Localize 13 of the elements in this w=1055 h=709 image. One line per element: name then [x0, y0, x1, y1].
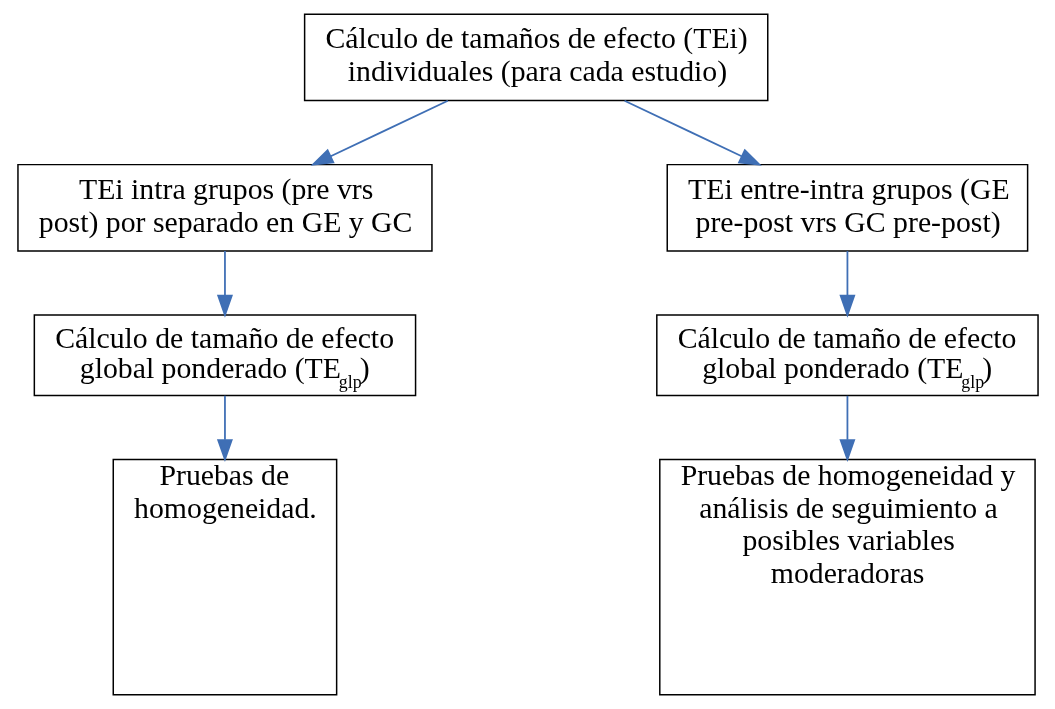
arrow [838, 250, 855, 318]
arrow [838, 394, 855, 463]
node-box: Cálculo de tamaños de efecto (TEi) individuales (para cada estudio) [303, 13, 768, 102]
arrow [310, 99, 449, 166]
arrow [623, 99, 762, 166]
arrow [216, 394, 233, 463]
arrow [216, 250, 233, 318]
node-box: TEi entre-intra grupos (GE pre-post vrs GC pre-post) [666, 163, 1028, 252]
node-box: Cálculo de tamaño de efecto global ponderado (TE$_{glp}$) [655, 314, 1039, 397]
node-box: TEi intra grupos (pre vrs post) por separado en GE y GC [16, 163, 433, 252]
node-box: Cálculo de tamaño de efecto global ponderado (TE$_{glp}$) [33, 314, 416, 397]
node-box: Pruebas de homogeneidad y análisis de seguimiento a posibles variables moderadoras [658, 458, 1036, 696]
node-box: Pruebas de homogeneidad. [112, 458, 337, 696]
